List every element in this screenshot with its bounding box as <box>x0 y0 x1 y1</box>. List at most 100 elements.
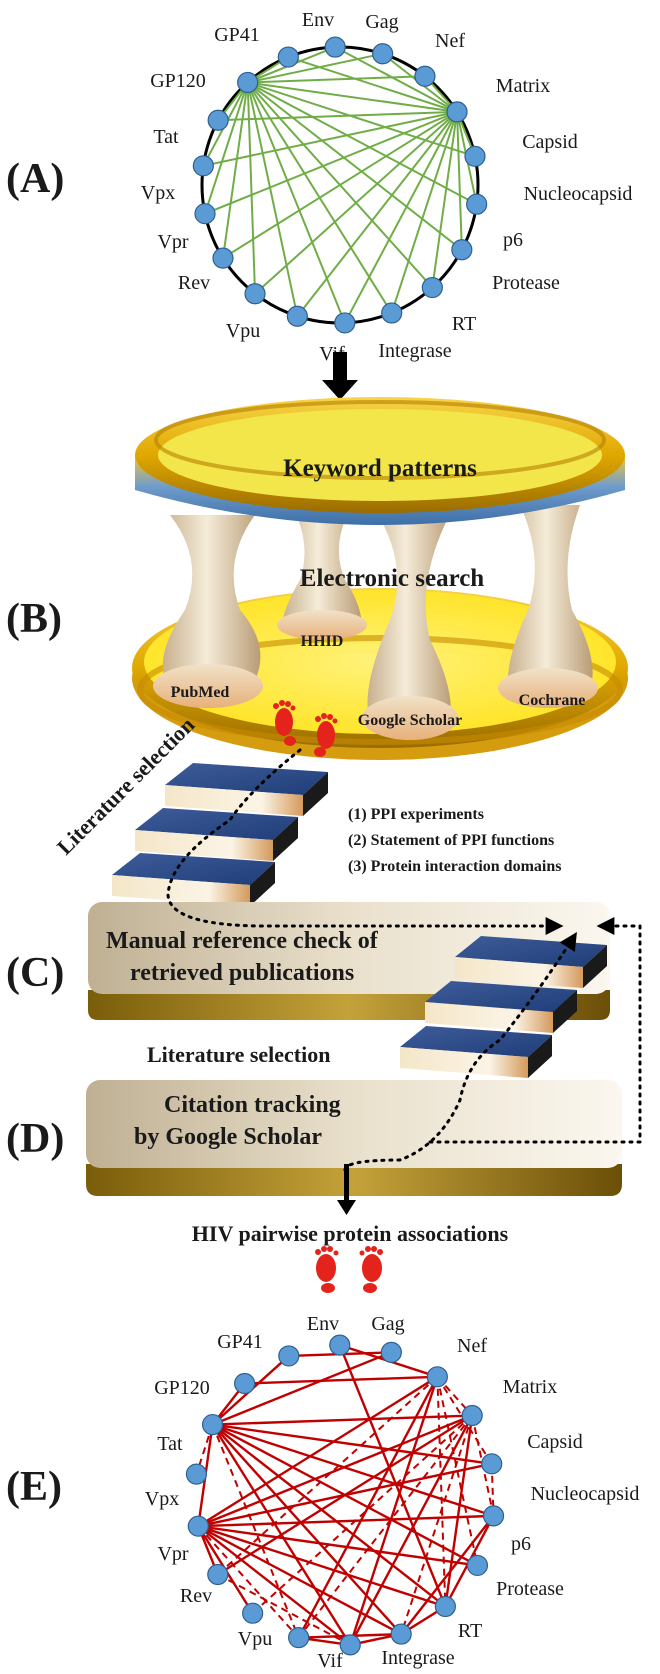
network-e-edge-protease-tat <box>211 1423 447 1608</box>
step-d-line2: by Google Scholar <box>134 1124 322 1150</box>
network-a-edge-gp120-capsid <box>247 81 476 158</box>
network-a-node-protease <box>421 276 443 299</box>
network-e-nodes <box>185 1334 505 1656</box>
network-e-dashed-edge-matrix-rt <box>400 1415 474 1635</box>
network-e-edge-nucleocapsid-tat <box>212 1423 494 1518</box>
network-e-label-gp41: GP41 <box>217 1331 263 1353</box>
network-e-edge-capsid-tat <box>212 1423 492 1466</box>
network-a-edge-gp120-nucleocapsid <box>247 81 478 206</box>
network-a-edge-matrix-env <box>334 46 458 113</box>
network-e-labels: Gag Nef Matrix Capsid Nucleocapsid p6 Pr… <box>145 1313 640 1672</box>
electronic-search-title: Electronic search <box>300 565 485 592</box>
network-a-edge-gp120-vpu <box>246 82 257 294</box>
network-e-node-env <box>329 1334 351 1356</box>
network-e-label-nucleocapsid: Nucleocapsid <box>531 1483 640 1505</box>
network-e-label-gag: Gag <box>371 1313 404 1335</box>
network-a-edge-matrix-vpu <box>254 111 458 295</box>
network-a-label-nef: Nef <box>435 30 465 52</box>
pillar-google-scholar <box>367 510 452 720</box>
network-a-label-gp41: GP41 <box>214 24 260 46</box>
network-a-nodes <box>192 36 488 334</box>
network-a-label-vpr: Vpr <box>157 231 188 253</box>
pillar-cochrane <box>507 505 593 690</box>
network-a-node-gp41 <box>277 46 299 68</box>
network-e-label-rt: RT <box>458 1620 482 1642</box>
stairs-top <box>112 763 328 906</box>
network-a-label-gag: Gag <box>365 11 398 33</box>
network-e-node-tat <box>201 1413 224 1436</box>
network-a-edge-gp120-nef <box>247 75 425 84</box>
network-a-node-nucleocapsid <box>466 193 488 215</box>
network-e-dashed-edge-nef-p6 <box>436 1376 479 1566</box>
network-e-label-gp120: GP120 <box>154 1377 210 1399</box>
network-e-edge-nucleocapsid-rt <box>400 1515 495 1635</box>
network-e-dashed-edge-tat-vif <box>211 1424 300 1639</box>
network-a-node-rt <box>381 302 403 324</box>
network-e-edge-protease-vpr <box>197 1525 446 1608</box>
db-hhid-label: HHID <box>301 633 344 650</box>
network-a-node-vpu <box>244 283 266 305</box>
db-pubmed-label: PubMed <box>171 684 230 701</box>
step-c-line1: Manual reference check of <box>106 928 379 954</box>
network-e-dashed-edge-vpr-vif <box>197 1525 300 1639</box>
network-a-edge-gp120-vif <box>246 82 299 317</box>
network-a-node-gag <box>372 43 394 65</box>
network-a-label-env: Env <box>302 9 334 31</box>
network-e-dashed-edge-tat-vpx <box>195 1424 214 1475</box>
network-e-edge-nucleocapsid-vpr <box>198 1514 494 1528</box>
network-a-edge-matrix-vif <box>296 111 458 317</box>
network-a-edge-gp120-rev <box>221 82 249 259</box>
network-e-label-vpr: Vpr <box>157 1543 188 1565</box>
network-e-edge-matrix-tat <box>212 1414 473 1426</box>
network-e-label-rev: Rev <box>180 1585 212 1607</box>
workflow-dotted-paths <box>166 748 642 1172</box>
network-a-label-protease: Protease <box>492 272 560 294</box>
network-a-node-p6 <box>451 239 473 261</box>
section-label-a: (A) <box>6 156 64 202</box>
stairs-middle <box>400 936 607 1078</box>
network-a-node-nef <box>414 65 436 87</box>
network-e-dashed-edge-matrix-vpu <box>251 1414 473 1614</box>
network-a-node-vpr <box>194 203 216 225</box>
network-a-node-integrase <box>334 312 356 334</box>
keyword-ring-top <box>158 409 602 501</box>
network-a-edge-matrix-gp120 <box>247 81 458 113</box>
network-e-edge-p6-vpr <box>198 1524 478 1567</box>
step-d-line1: Citation tracking <box>164 1092 341 1118</box>
network-e-node-vpx <box>185 1463 208 1485</box>
network-e-node-rt <box>390 1623 412 1645</box>
platform-d <box>86 1080 622 1196</box>
network-a-edge-matrix-protease <box>431 111 459 288</box>
pillar-pubmed <box>162 515 261 690</box>
network-a-edge-matrix-tat <box>218 110 458 122</box>
network-e-edge-matrix-protease <box>444 1415 474 1607</box>
network-a-label-tat: Tat <box>153 126 179 148</box>
network-e-label-vif: Vif <box>317 1650 343 1672</box>
network-a-labels: Gag Nef Matrix Capsid Nucleocapsid p6 Pr… <box>141 9 633 365</box>
network-a-label-vpx: Vpx <box>141 182 175 204</box>
network-e-node-p6 <box>466 1554 489 1577</box>
network-e-node-rev <box>207 1563 229 1586</box>
network-e-edge-matrix-vpr <box>197 1414 473 1528</box>
network-e-label-env: Env <box>307 1313 339 1335</box>
network-a <box>192 36 488 334</box>
network-e-node-vpu <box>242 1602 264 1624</box>
network-e-edge-env-protease <box>338 1344 447 1607</box>
section-label-c: (C) <box>6 950 64 996</box>
output-label: HIV pairwise protein associations <box>192 1221 509 1246</box>
network-e-node-capsid <box>481 1453 503 1475</box>
pillar-hhid <box>282 505 362 628</box>
network-e-dashed-edge-nef-matrix <box>436 1376 473 1417</box>
network-e-dashed-edge-nef-rev <box>217 1376 439 1576</box>
network-e-node-matrix <box>461 1404 483 1427</box>
network-e-dashed-edge-nef-protease <box>436 1376 447 1607</box>
network-a-label-matrix: Matrix <box>496 75 550 97</box>
network-a-label-p6: p6 <box>503 229 523 251</box>
network-e-label-integrase: Integrase <box>381 1647 454 1669</box>
network-a-node-gp120 <box>237 71 259 94</box>
network-e-edge-nef-integrase <box>349 1376 439 1646</box>
network-e-edge-integrase-vpr <box>197 1525 351 1646</box>
arrow-a-to-b <box>322 352 358 400</box>
network-e-node-protease <box>434 1595 456 1618</box>
